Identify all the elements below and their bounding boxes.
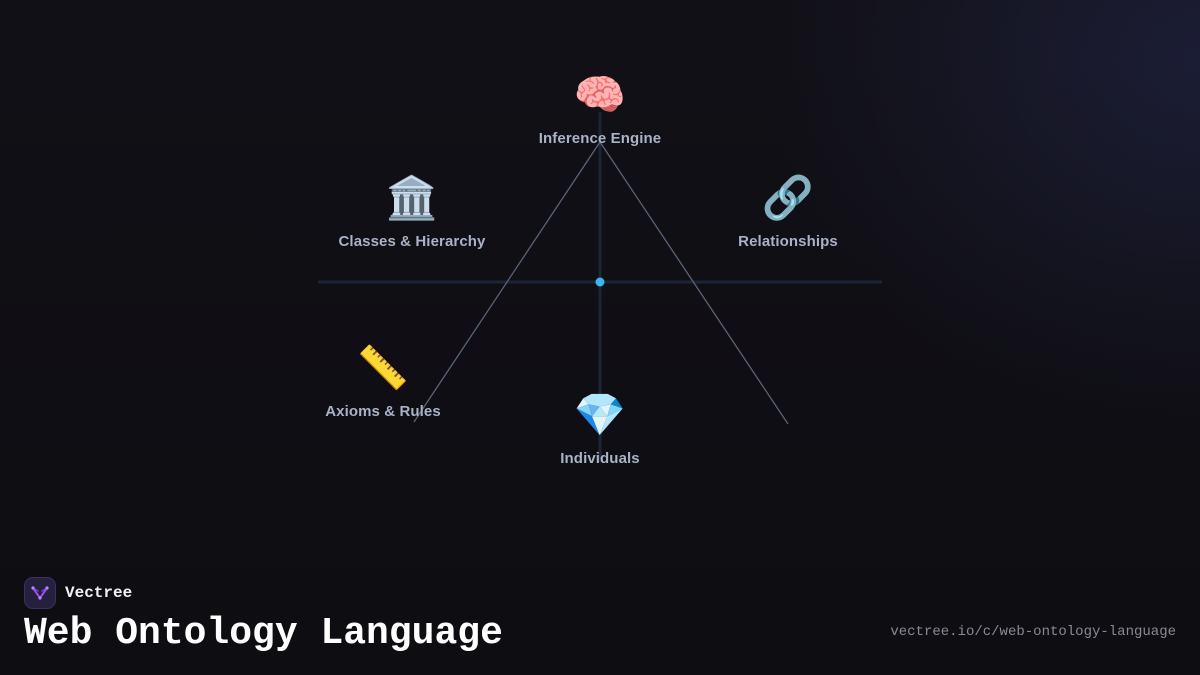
node-label: Inference Engine (538, 130, 662, 147)
node-relationships: 🔗 Relationships (738, 173, 838, 250)
brand: Vectree (24, 577, 132, 609)
node-label: Individuals (560, 450, 640, 467)
node-axioms-rules: 📏 Axioms & Rules (325, 343, 441, 420)
connector-line-right (599, 141, 789, 425)
gem-icon: 💎 (573, 390, 627, 439)
brain-icon: 🧠 (573, 70, 627, 119)
connector-line-left (413, 141, 601, 423)
node-label: Relationships (738, 233, 838, 250)
brand-name: Vectree (65, 584, 133, 602)
page-url: vectree.io/c/web-ontology-language (890, 624, 1176, 640)
node-individuals: 💎 Individuals (560, 390, 639, 467)
node-label: Classes & Hierarchy (338, 233, 486, 250)
link-icon: 🔗 (761, 173, 815, 222)
center-dot (595, 277, 605, 287)
node-inference-engine: 🧠 Inference Engine (539, 70, 661, 147)
ruler-icon: 📏 (356, 343, 410, 392)
node-classes-hierarchy: 🏛️ Classes & Hierarchy (339, 173, 486, 250)
classical-building-icon: 🏛️ (385, 173, 439, 222)
node-label: Axioms & Rules (325, 403, 441, 420)
vectree-logo-icon (24, 577, 56, 609)
page-title: Web Ontology Language (24, 612, 503, 655)
